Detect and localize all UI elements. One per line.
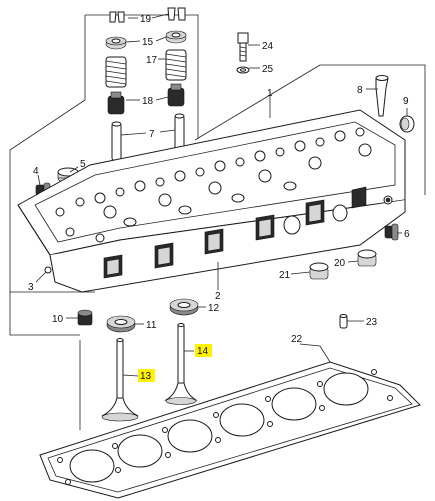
bolt-24 bbox=[237, 32, 249, 62]
head-deck-details bbox=[44, 127, 372, 274]
intake-valve-14 bbox=[164, 323, 198, 405]
valve-keepers-19 bbox=[109, 7, 186, 23]
callout-15: 15 bbox=[142, 37, 154, 48]
dowel-pin-23 bbox=[339, 314, 348, 329]
leader-lines bbox=[35, 13, 408, 377]
valve-seat-ring-11 bbox=[106, 315, 136, 333]
callout-22: 22 bbox=[291, 334, 303, 345]
callouts: 19 15 17 18 7 24 25 1 8 9 5 4 6 2 3 21 2… bbox=[28, 14, 410, 382]
plug-21 bbox=[309, 262, 329, 280]
callout-8: 8 bbox=[357, 85, 363, 96]
callout-14-highlight bbox=[195, 344, 212, 357]
valve-springs-17 bbox=[105, 49, 187, 88]
callout-21: 21 bbox=[279, 270, 291, 281]
exhaust-valve-13 bbox=[101, 338, 139, 422]
callout-18: 18 bbox=[142, 96, 154, 107]
callout-10: 10 bbox=[52, 314, 64, 325]
callout-13-highlight bbox=[138, 369, 155, 382]
callout-19: 19 bbox=[140, 14, 152, 25]
callout-9: 9 bbox=[403, 96, 409, 107]
ports bbox=[103, 186, 367, 279]
callout-1: 1 bbox=[267, 88, 273, 99]
callout-23: 23 bbox=[366, 317, 378, 328]
plug-9 bbox=[399, 115, 415, 133]
callout-14: 14 bbox=[197, 346, 209, 357]
head-gasket-22 bbox=[39, 361, 421, 499]
seal-10 bbox=[77, 309, 93, 326]
callout-17: 17 bbox=[146, 55, 158, 66]
callout-25: 25 bbox=[262, 64, 274, 75]
callout-5: 5 bbox=[80, 159, 86, 170]
callout-20: 20 bbox=[334, 258, 346, 269]
spring-retainer-15 bbox=[105, 30, 187, 50]
callout-6: 6 bbox=[404, 229, 410, 240]
callout-3: 3 bbox=[28, 282, 34, 293]
washer-25 bbox=[236, 66, 250, 74]
injector-sleeve-8 bbox=[375, 75, 389, 117]
callout-4: 4 bbox=[33, 166, 39, 177]
callout-11: 11 bbox=[146, 320, 157, 331]
callout-12: 12 bbox=[208, 303, 220, 314]
plug-20 bbox=[357, 249, 377, 267]
callout-13: 13 bbox=[140, 371, 152, 382]
callout-2: 2 bbox=[215, 291, 221, 302]
plug-6 bbox=[384, 223, 399, 241]
callout-7: 7 bbox=[149, 129, 155, 140]
gasket-holes bbox=[57, 369, 393, 485]
cylinder-head-2 bbox=[17, 109, 406, 293]
valve-seat-ring-12 bbox=[169, 298, 199, 316]
callout-24: 24 bbox=[262, 41, 274, 52]
